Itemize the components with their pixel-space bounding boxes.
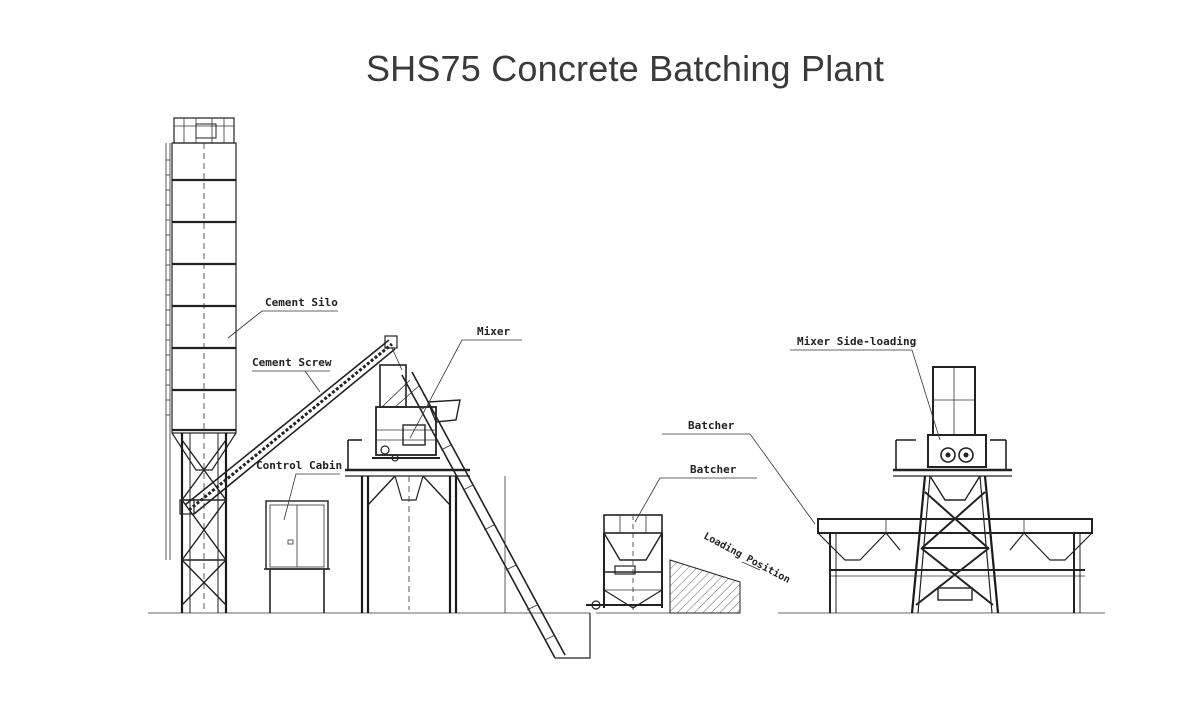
label-batcher-left: Batcher [634, 463, 757, 523]
svg-text:Cement Screw: Cement Screw [252, 356, 332, 369]
label-cement-silo: Cement Silo [227, 296, 338, 339]
svg-text:Batcher: Batcher [688, 419, 735, 432]
cement-screw [179, 335, 403, 515]
svg-text:Batcher: Batcher [690, 463, 737, 476]
batcher-left [586, 514, 663, 610]
loading-ramp [669, 559, 741, 614]
skip-hoist [401, 371, 591, 659]
label-batcher-right: Batcher [662, 419, 816, 525]
label-cement-screw: Cement Screw [252, 356, 332, 393]
label-control-cabin: Control Cabin [256, 459, 342, 521]
control-cabin [264, 500, 330, 613]
svg-text:Cement Silo: Cement Silo [265, 296, 338, 309]
label-mixer-side-loading: Mixer Side-loading [790, 335, 941, 441]
label-mixer: Mixer [409, 325, 522, 439]
page-title: SHS75 Concrete Batching Plant [365, 48, 885, 89]
cement-silo [165, 117, 237, 613]
mixer-side-loading-structure [817, 366, 1093, 614]
svg-text:Control Cabin: Control Cabin [256, 459, 342, 472]
svg-text:Mixer Side-loading: Mixer Side-loading [797, 335, 916, 348]
svg-text:Mixer: Mixer [477, 325, 510, 338]
mixer-structure [345, 364, 470, 613]
